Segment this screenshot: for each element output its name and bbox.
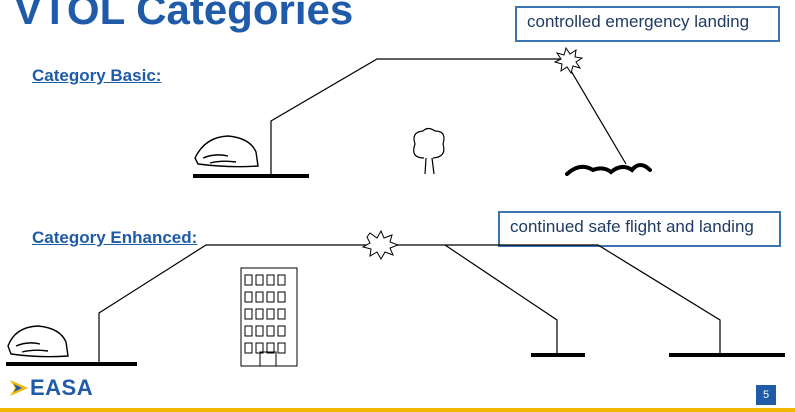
landing-pad-icon	[531, 353, 585, 357]
basic-flight-path	[270, 58, 627, 174]
logo-text: EASA	[30, 375, 94, 400]
page-number: 5	[756, 385, 776, 405]
tree-icon	[413, 127, 445, 175]
building-icon	[240, 267, 298, 367]
easa-arrow-icon	[10, 380, 28, 396]
slide-title: VTOL Categories	[14, 0, 354, 33]
enhanced-flight-path	[98, 244, 721, 362]
landing-pad-icon	[669, 353, 785, 357]
failure-burst-icon	[361, 229, 400, 261]
footer-bar	[0, 408, 795, 412]
callout-enhanced: continued safe flight and landing	[498, 211, 781, 247]
rough-terrain-icon	[565, 163, 652, 176]
vtol-aircraft-icon	[7, 325, 69, 358]
category-enhanced-label: Category Enhanced:	[32, 228, 198, 247]
vtol-aircraft-icon	[194, 135, 259, 168]
callout-basic: controlled emergency landing	[515, 6, 780, 42]
category-basic-label: Category Basic:	[32, 66, 162, 85]
failure-burst-icon	[553, 46, 584, 75]
basic-ground-pad	[193, 174, 309, 178]
easa-logo: EASA	[10, 375, 93, 401]
enhanced-ground-pad	[6, 362, 137, 366]
